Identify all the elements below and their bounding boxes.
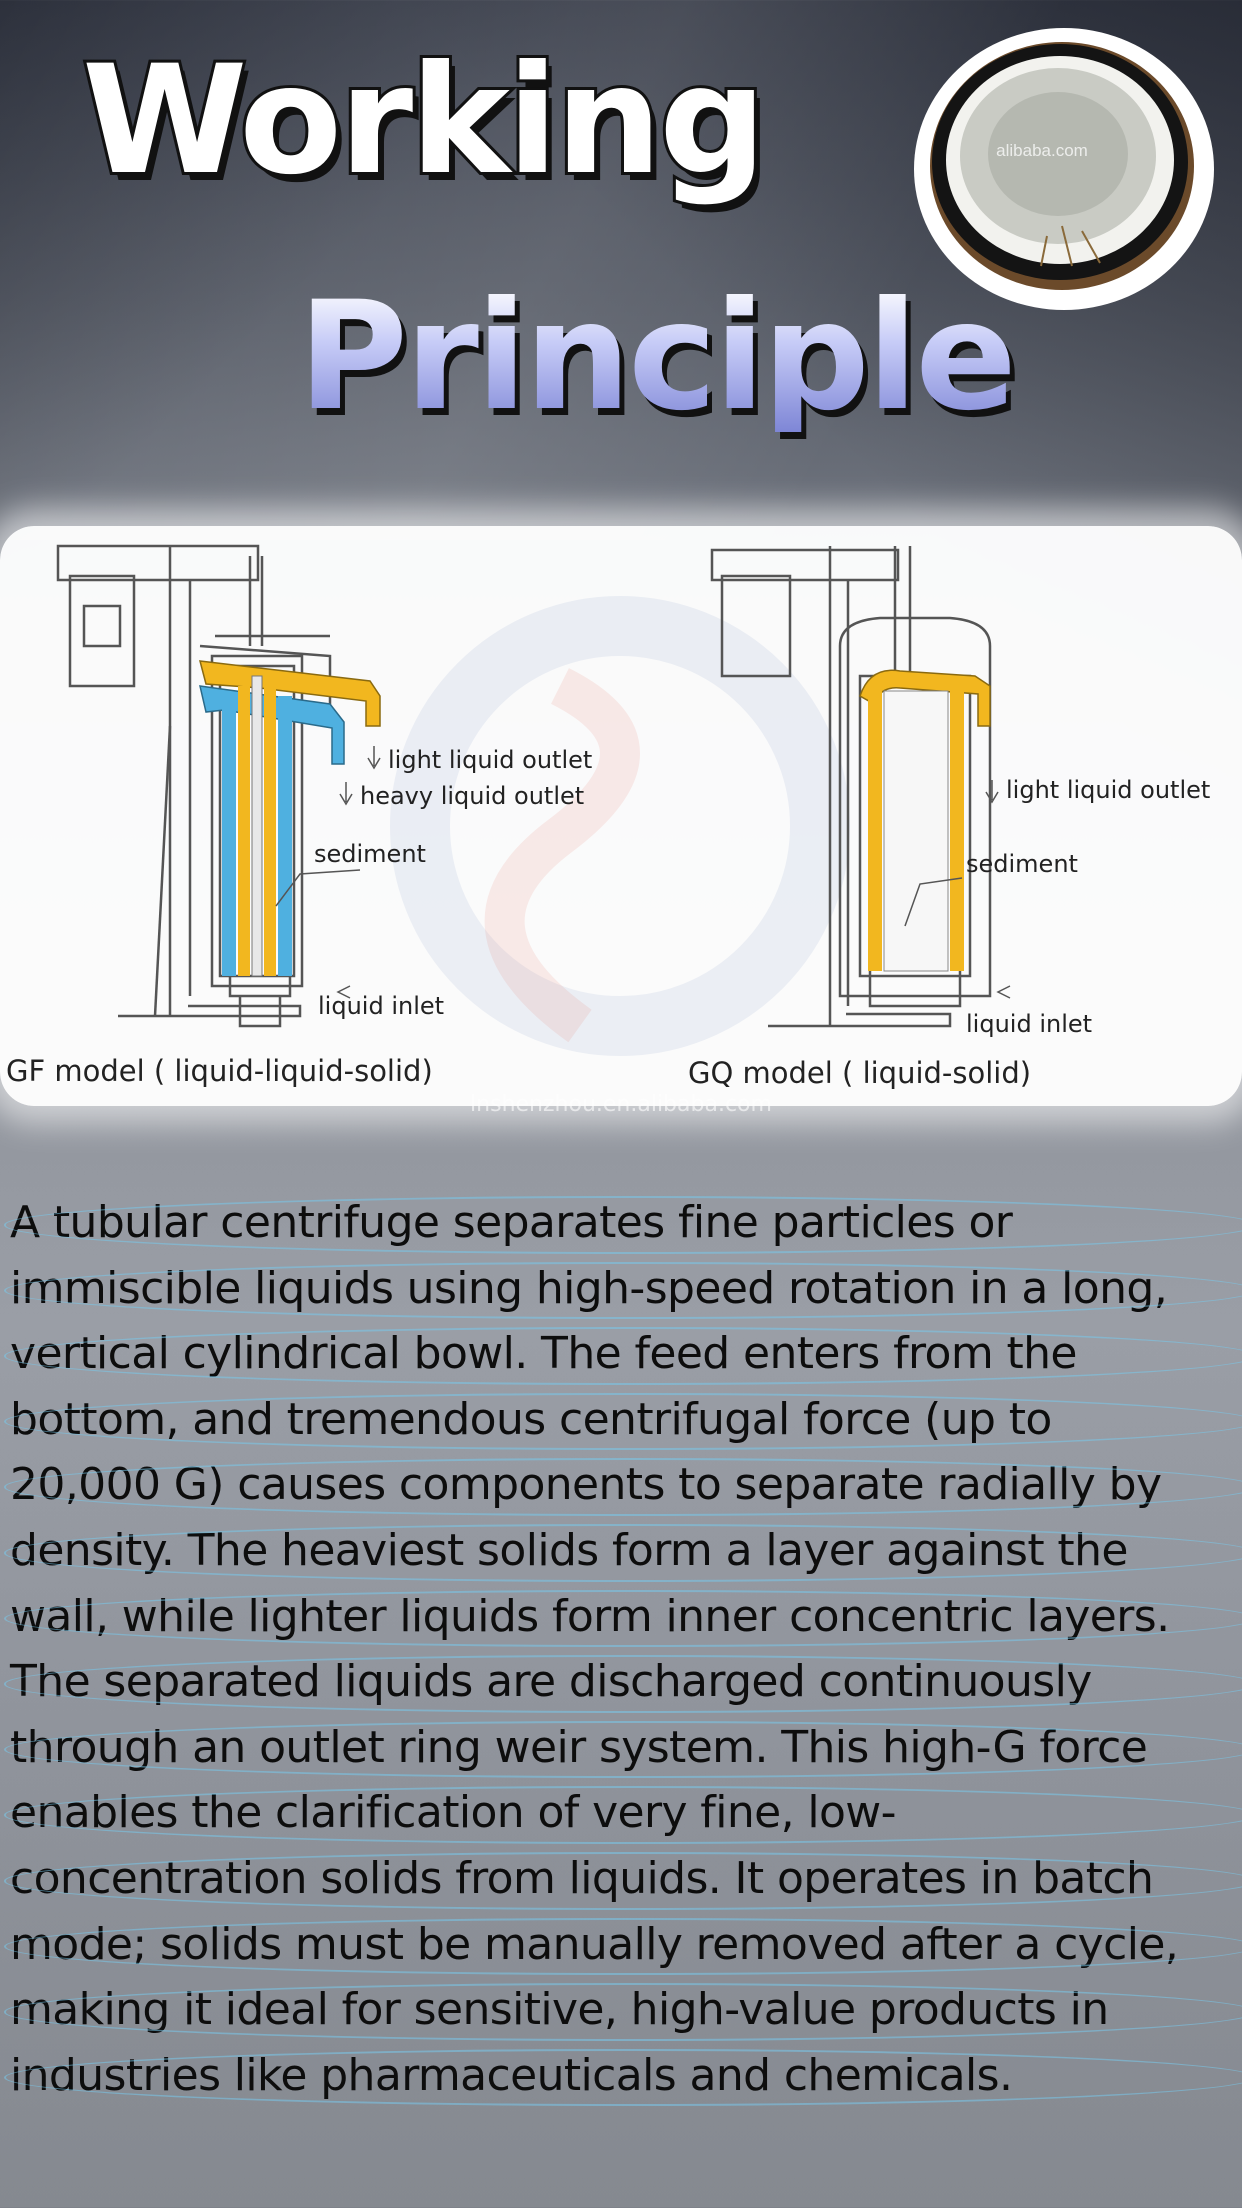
gq-label-sediment: sediment bbox=[966, 850, 1078, 878]
gf-centrifuge-drawing bbox=[56, 544, 332, 1028]
gf-label-light-outlet: light liquid outlet bbox=[388, 746, 593, 774]
coconut-image: alibaba.com bbox=[912, 26, 1216, 312]
body-line: density. The heaviest solids form a laye… bbox=[4, 1518, 1242, 1584]
body-line: concentration solids from liquids. It op… bbox=[4, 1846, 1242, 1912]
coconut-watermark: alibaba.com bbox=[996, 141, 1088, 160]
diagram-panel: light liquid outlet heavy liquid outlet … bbox=[0, 526, 1242, 1106]
title-working: Working bbox=[79, 34, 769, 208]
gf-label-heavy-outlet: heavy liquid outlet bbox=[360, 782, 585, 810]
body-line: bottom, and tremendous centrifugal force… bbox=[4, 1387, 1242, 1453]
centrifuge-diagrams bbox=[56, 544, 1011, 1056]
body-line: A tubular centrifuge separates fine part… bbox=[4, 1190, 1242, 1256]
title-principle: Principle bbox=[298, 270, 1017, 444]
body-line: wall, while lighter liquids form inner c… bbox=[4, 1584, 1242, 1650]
gf-leader-lines bbox=[275, 746, 381, 999]
gf-label-sediment: sediment bbox=[314, 840, 426, 868]
gq-label-light-outlet: light liquid outlet bbox=[1006, 776, 1211, 804]
gq-label-inlet: liquid inlet bbox=[966, 1010, 1093, 1038]
gf-flow-colors bbox=[198, 660, 381, 977]
site-watermark: lnshenzhou.en.alibaba.com bbox=[470, 1092, 772, 1117]
gf-caption: GF model ( liquid-liquid-solid) bbox=[6, 1054, 433, 1088]
body-line: vertical cylindrical bowl. The feed ente… bbox=[4, 1321, 1242, 1387]
body-line: enables the clarification of very fine, … bbox=[4, 1780, 1242, 1846]
body-line: 20,000 G) causes components to separate … bbox=[4, 1452, 1242, 1518]
gq-flow-colors bbox=[859, 669, 991, 972]
gq-leader-lines bbox=[904, 780, 1011, 999]
body-line: making it ideal for sensitive, high-valu… bbox=[4, 1977, 1242, 2043]
body-line: immiscible liquids using high-speed rota… bbox=[4, 1256, 1242, 1322]
body-line: through an outlet ring weir system. This… bbox=[4, 1715, 1242, 1781]
body-line: mode; solids must be manually removed af… bbox=[4, 1912, 1242, 1978]
body-line: industries like pharmaceuticals and chem… bbox=[4, 2043, 1242, 2109]
description-paragraph: A tubular centrifuge separates fine part… bbox=[4, 1190, 1242, 2109]
gq-caption: GQ model ( liquid-solid) bbox=[688, 1056, 1032, 1090]
gf-label-inlet: liquid inlet bbox=[318, 992, 445, 1020]
body-line: The separated liquids are discharged con… bbox=[4, 1649, 1242, 1715]
